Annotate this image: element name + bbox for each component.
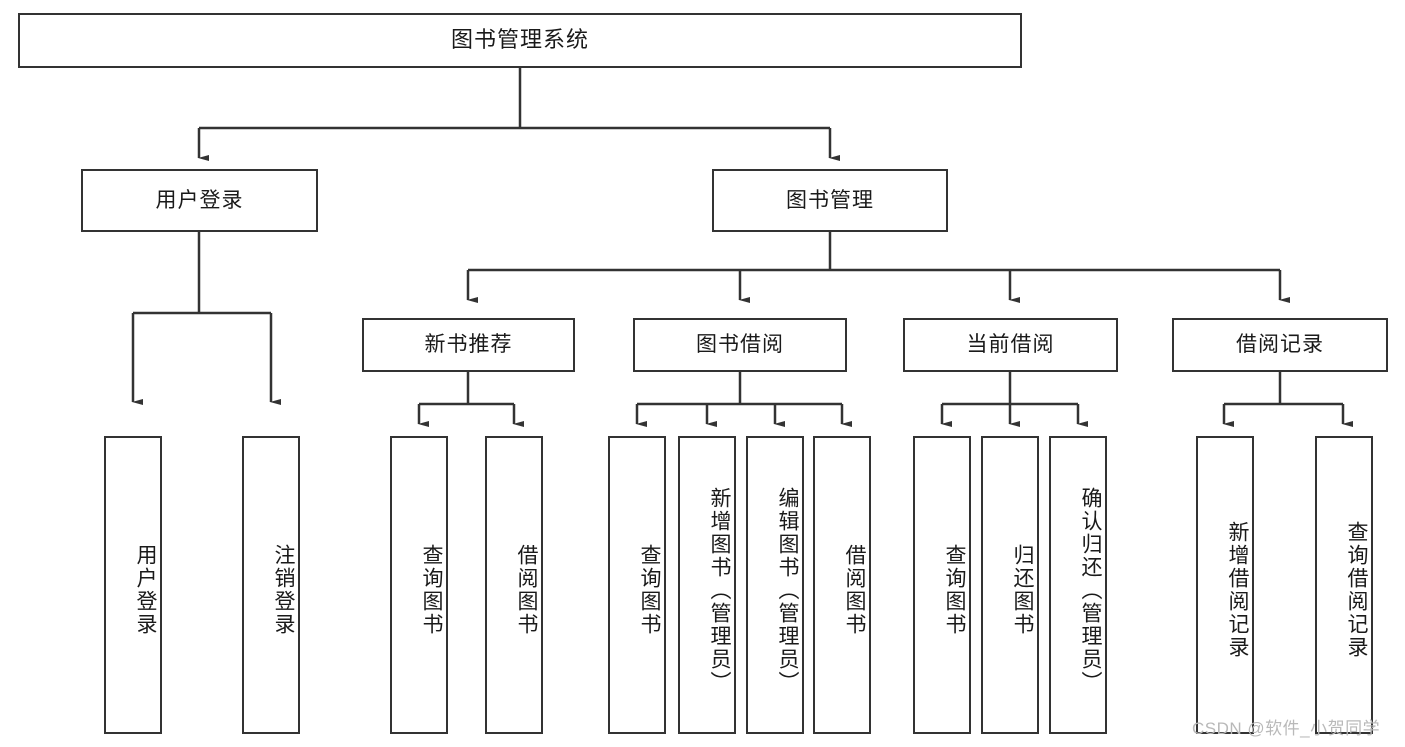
node-label: 借阅图书 [843, 544, 866, 636]
leaf-query-book-recommend[interactable]: 查询图书 [390, 436, 448, 734]
node-label: 当前借阅 [966, 333, 1055, 357]
leaf-query-book-borrow[interactable]: 查询图书 [608, 436, 666, 734]
node-label: 编辑图书（管理员） [776, 486, 799, 694]
node-label: 借阅图书 [515, 544, 538, 636]
leaf-confirm-return-admin[interactable]: 确认归还（管理员） [1049, 436, 1107, 734]
node-book-borrow[interactable]: 图书借阅 [633, 318, 847, 372]
node-label: 新书推荐 [424, 333, 513, 357]
node-label: 用户登录 [134, 544, 157, 636]
node-label: 用户登录 [155, 188, 244, 212]
node-label: 注销登录 [272, 544, 295, 636]
node-label: 借阅记录 [1236, 333, 1324, 357]
leaf-return-book[interactable]: 归还图书 [981, 436, 1039, 734]
node-label: 查询图书 [638, 544, 661, 636]
leaf-query-book-current[interactable]: 查询图书 [913, 436, 971, 734]
node-label: 新增借阅记录 [1226, 521, 1249, 659]
node-new-book-recommend[interactable]: 新书推荐 [362, 318, 575, 372]
leaf-add-borrow-record[interactable]: 新增借阅记录 [1196, 436, 1254, 734]
node-user-login[interactable]: 用户登录 [81, 169, 318, 232]
node-current-borrow[interactable]: 当前借阅 [903, 318, 1118, 372]
leaf-logout[interactable]: 注销登录 [242, 436, 300, 734]
leaf-query-borrow-record[interactable]: 查询借阅记录 [1315, 436, 1373, 734]
node-label: 图书借阅 [696, 333, 784, 357]
leaf-add-book-admin[interactable]: 新增图书（管理员） [678, 436, 736, 734]
leaf-edit-book-admin[interactable]: 编辑图书（管理员） [746, 436, 804, 734]
node-label: 归还图书 [1011, 544, 1034, 636]
node-borrow-record[interactable]: 借阅记录 [1172, 318, 1388, 372]
node-root-system[interactable]: 图书管理系统 [18, 13, 1022, 68]
leaf-borrow-book-recommend[interactable]: 借阅图书 [485, 436, 543, 734]
leaf-user-login[interactable]: 用户登录 [104, 436, 162, 734]
node-label: 查询图书 [943, 544, 966, 636]
node-label: 查询借阅记录 [1345, 521, 1368, 659]
node-label: 新增图书（管理员） [708, 486, 731, 694]
node-book-management[interactable]: 图书管理 [712, 169, 948, 232]
node-label: 确认归还（管理员） [1079, 486, 1102, 694]
node-label: 图书管理系统 [450, 27, 589, 53]
node-label: 图书管理 [786, 188, 874, 212]
node-label: 查询图书 [420, 544, 443, 636]
leaf-borrow-book[interactable]: 借阅图书 [813, 436, 871, 734]
